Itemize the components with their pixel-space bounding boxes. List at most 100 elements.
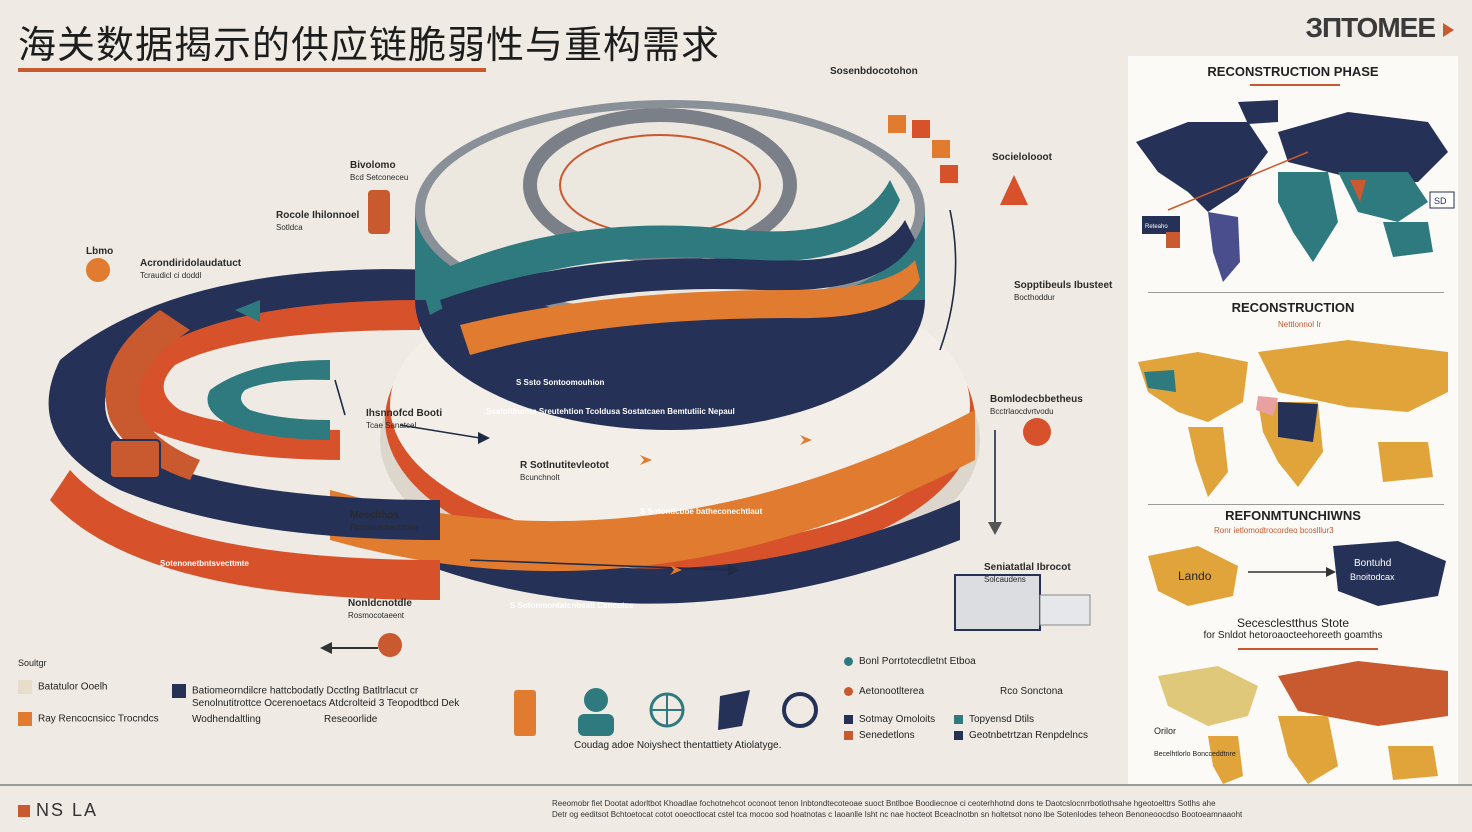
panel-title-1: RECONSTRUCTION PHASE xyxy=(1207,64,1379,79)
map1-africa xyxy=(1278,172,1338,262)
band-orange-inner xyxy=(105,310,200,480)
map2-canada-patch xyxy=(1144,370,1176,392)
map1-india xyxy=(1350,180,1366,202)
band-navy-lower xyxy=(440,500,960,604)
truck-icon xyxy=(109,439,161,479)
legend-square-navy-2 xyxy=(954,730,963,740)
arrow-mid-head xyxy=(478,432,490,444)
arrow-lower-head xyxy=(728,564,740,576)
map4-africa xyxy=(1278,716,1338,784)
arrow-mid xyxy=(399,424,481,439)
panel-divider-1 xyxy=(1148,292,1444,293)
legend-swatch-navy xyxy=(172,684,186,698)
logo-mark-icon xyxy=(18,805,30,817)
map4-australia xyxy=(1388,746,1438,780)
bottom-caption: Coudag adoe Noiyshect thentattiety Atiol… xyxy=(574,740,782,751)
bottom-icon-row xyxy=(514,688,818,736)
legend-right-2: Rco Sonctona xyxy=(1000,686,1063,697)
supply-chain-ring-diagram xyxy=(48,100,1091,657)
arrow-left xyxy=(334,379,346,416)
legend-square-teal xyxy=(954,714,963,724)
flow-arrows xyxy=(334,209,996,571)
footer-rule xyxy=(0,784,1472,786)
chevron-marker-2 xyxy=(670,565,682,575)
region-to xyxy=(1333,541,1446,606)
legend-right-5: Senedetlons xyxy=(844,730,915,741)
panel-sub-4: for Snldot hetoroaocteehoreeth goamths xyxy=(1203,630,1383,641)
ring-text-4: S Sotonmontatcnbeatl Cattcotce xyxy=(510,601,634,610)
warehouse-icon-2 xyxy=(1039,594,1091,626)
title-underline xyxy=(18,68,486,72)
arrow-right-up xyxy=(939,209,957,351)
map1-eurasia xyxy=(1278,112,1448,182)
legend-square-rust xyxy=(844,730,853,740)
map2-central-asia xyxy=(1278,402,1318,442)
world-map-1: SD Reteaho xyxy=(1136,100,1455,282)
region-to-label-1: Bontuhd xyxy=(1354,558,1391,569)
map1-side-label: Reteaho xyxy=(1145,224,1168,230)
page-title: 海关数据揭示的供应链脆弱性与重构需求 xyxy=(18,23,721,67)
legend-swatch-beige xyxy=(18,680,32,694)
brand-logo: ЗПТОМЕЕ xyxy=(1305,12,1454,44)
legend-item-0: Batatulor Ooelh xyxy=(18,680,108,694)
map2-eurasia xyxy=(1258,340,1448,412)
ring-text-3: S Sotonticbbe batheconechtlaut xyxy=(640,507,763,516)
legend-title: Soultgr xyxy=(18,658,47,668)
arrow-down-head xyxy=(988,522,1002,535)
map4-north-america xyxy=(1158,666,1258,726)
ring-text-5: Sotenonetbntsvecttmte xyxy=(160,559,249,568)
legend-swatch-orange xyxy=(18,712,32,726)
panel-title-3: REFONMTUNCHIWNS xyxy=(1225,508,1361,523)
panel-title-2: RECONSTRUCTION xyxy=(1231,300,1355,315)
legend-right-3: Sotmay Omoloits xyxy=(844,714,935,725)
gear-icon xyxy=(782,692,818,728)
map4-south-america xyxy=(1208,736,1243,784)
container-icon-upper xyxy=(368,190,390,234)
map2-north-america xyxy=(1138,352,1248,422)
worker-icon xyxy=(584,688,608,712)
pin-icon-left xyxy=(86,258,110,282)
legend-mid-2: Wodhendaltling xyxy=(192,714,261,725)
legend-right-4: Topyensd Dtils xyxy=(954,714,1034,725)
container-icon xyxy=(514,690,536,736)
label-left-1: Lbmo xyxy=(86,246,114,257)
shift-arrow-head xyxy=(1326,567,1336,577)
network-icon xyxy=(718,690,750,730)
worker-body-icon xyxy=(578,714,614,736)
globe-meridian xyxy=(651,694,683,726)
node-icon-lower xyxy=(378,633,402,657)
map4-eurasia xyxy=(1278,661,1448,726)
map4-city-label: Orilor xyxy=(1154,726,1176,736)
reconstruction-panel: RECONSTRUCTION PHASE SD Reteaho RECONSTR… xyxy=(1128,56,1458,784)
map1-callout-bar xyxy=(1166,232,1180,248)
map2-europe-patch xyxy=(1256,396,1278,416)
band-orange-middle xyxy=(330,410,975,572)
legend-mid-1: Senolnutitrottce Ocerenoetacs Atdcroltei… xyxy=(192,698,460,709)
arrow-left-lower-head xyxy=(320,642,332,654)
legend-mid-0: Batiomeorndilcre hattcbodatly Dcctlng Ba… xyxy=(172,684,418,698)
legend-square-navy xyxy=(844,714,853,724)
world-map-2 xyxy=(1138,340,1448,497)
map1-australia xyxy=(1383,222,1433,257)
legend-right-1: Aetonootlterea xyxy=(844,686,924,697)
chevron-marker-3 xyxy=(800,435,812,445)
band-orange-left xyxy=(127,300,420,460)
map2-australia xyxy=(1378,442,1433,482)
map1-badge: SD xyxy=(1434,196,1447,206)
legend-dot-teal xyxy=(844,656,853,666)
flow-teal xyxy=(420,180,900,315)
footer-line-2: Detr og eeditsot Bchtoetocat cotot ooeoc… xyxy=(552,810,1243,819)
legend-right-0: Bonl Porrtotecdletnt Etboa xyxy=(844,656,976,667)
brand-name: ЗПТОМЕЕ xyxy=(1305,12,1436,43)
panel-arrow-4 xyxy=(1238,648,1378,650)
map1-north-america xyxy=(1136,122,1268,212)
map1-south-america xyxy=(1208,212,1240,282)
chevron-marker-4 xyxy=(235,300,260,322)
legend-item-1: Ray Rencocnsicc Trocndcs xyxy=(18,712,159,726)
